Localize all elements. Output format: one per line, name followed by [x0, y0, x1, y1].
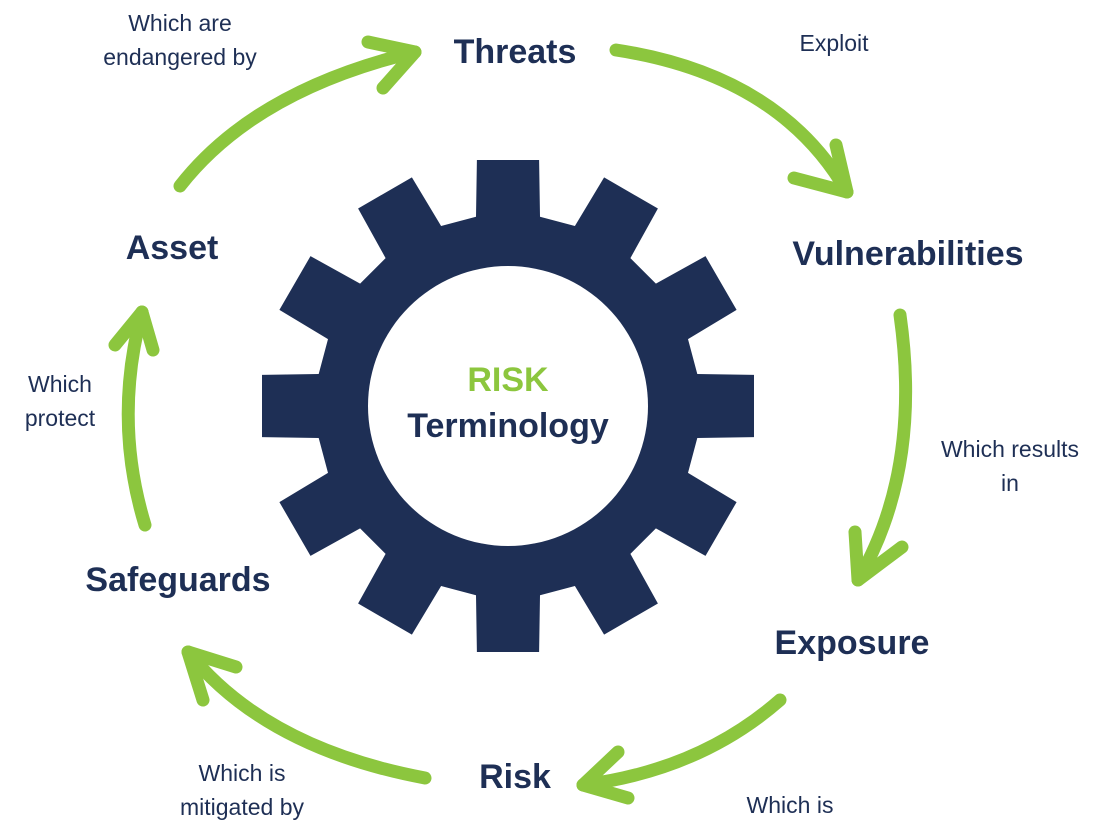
center-title-risk: RISK — [467, 361, 549, 399]
label-which-is: Which is — [747, 788, 834, 822]
label-line: endangered by — [103, 44, 257, 70]
label-line: Which are — [128, 10, 232, 36]
arrow-asset-to-threats — [173, 35, 422, 193]
arrow-vulnerabilities-to-exposure — [848, 308, 913, 587]
arrow-safeguards-to-asset — [108, 305, 160, 532]
label-line: Which is — [746, 792, 834, 818]
center-title-terminology: Terminology — [407, 407, 609, 445]
label-line: in — [1001, 470, 1019, 496]
node-exposure: Exposure — [774, 624, 930, 662]
node-risk: Risk — [479, 758, 551, 796]
label-which-results-in: Which results in — [941, 432, 1079, 500]
gear-center-circle — [368, 266, 648, 546]
label-line: protect — [24, 405, 96, 431]
node-threats: Threats — [453, 33, 577, 71]
node-vulnerabilities: Vulnerabilities — [792, 235, 1024, 273]
label-which-protect: Which protect — [25, 367, 95, 435]
label-exploit: Exploit — [799, 26, 868, 60]
label-line: Which is — [198, 760, 286, 786]
arrow-threats-to-vulnerabilities — [609, 43, 854, 199]
label-which-is-mitigated-by: Which is mitigated by — [180, 756, 304, 824]
node-safeguards: Safeguards — [85, 561, 271, 599]
arrow-risk-to-safeguards — [181, 645, 432, 785]
arrow-exposure-to-risk — [576, 693, 787, 805]
label-line: Which results — [940, 436, 1080, 462]
center-title: RISK Terminology — [407, 363, 609, 443]
node-asset: Asset — [125, 229, 219, 267]
label-line: mitigated by — [179, 794, 305, 820]
label-line: Exploit — [799, 30, 869, 56]
label-which-are-endangered-by: Which are endangered by — [103, 6, 256, 74]
label-line: Which — [28, 371, 92, 397]
